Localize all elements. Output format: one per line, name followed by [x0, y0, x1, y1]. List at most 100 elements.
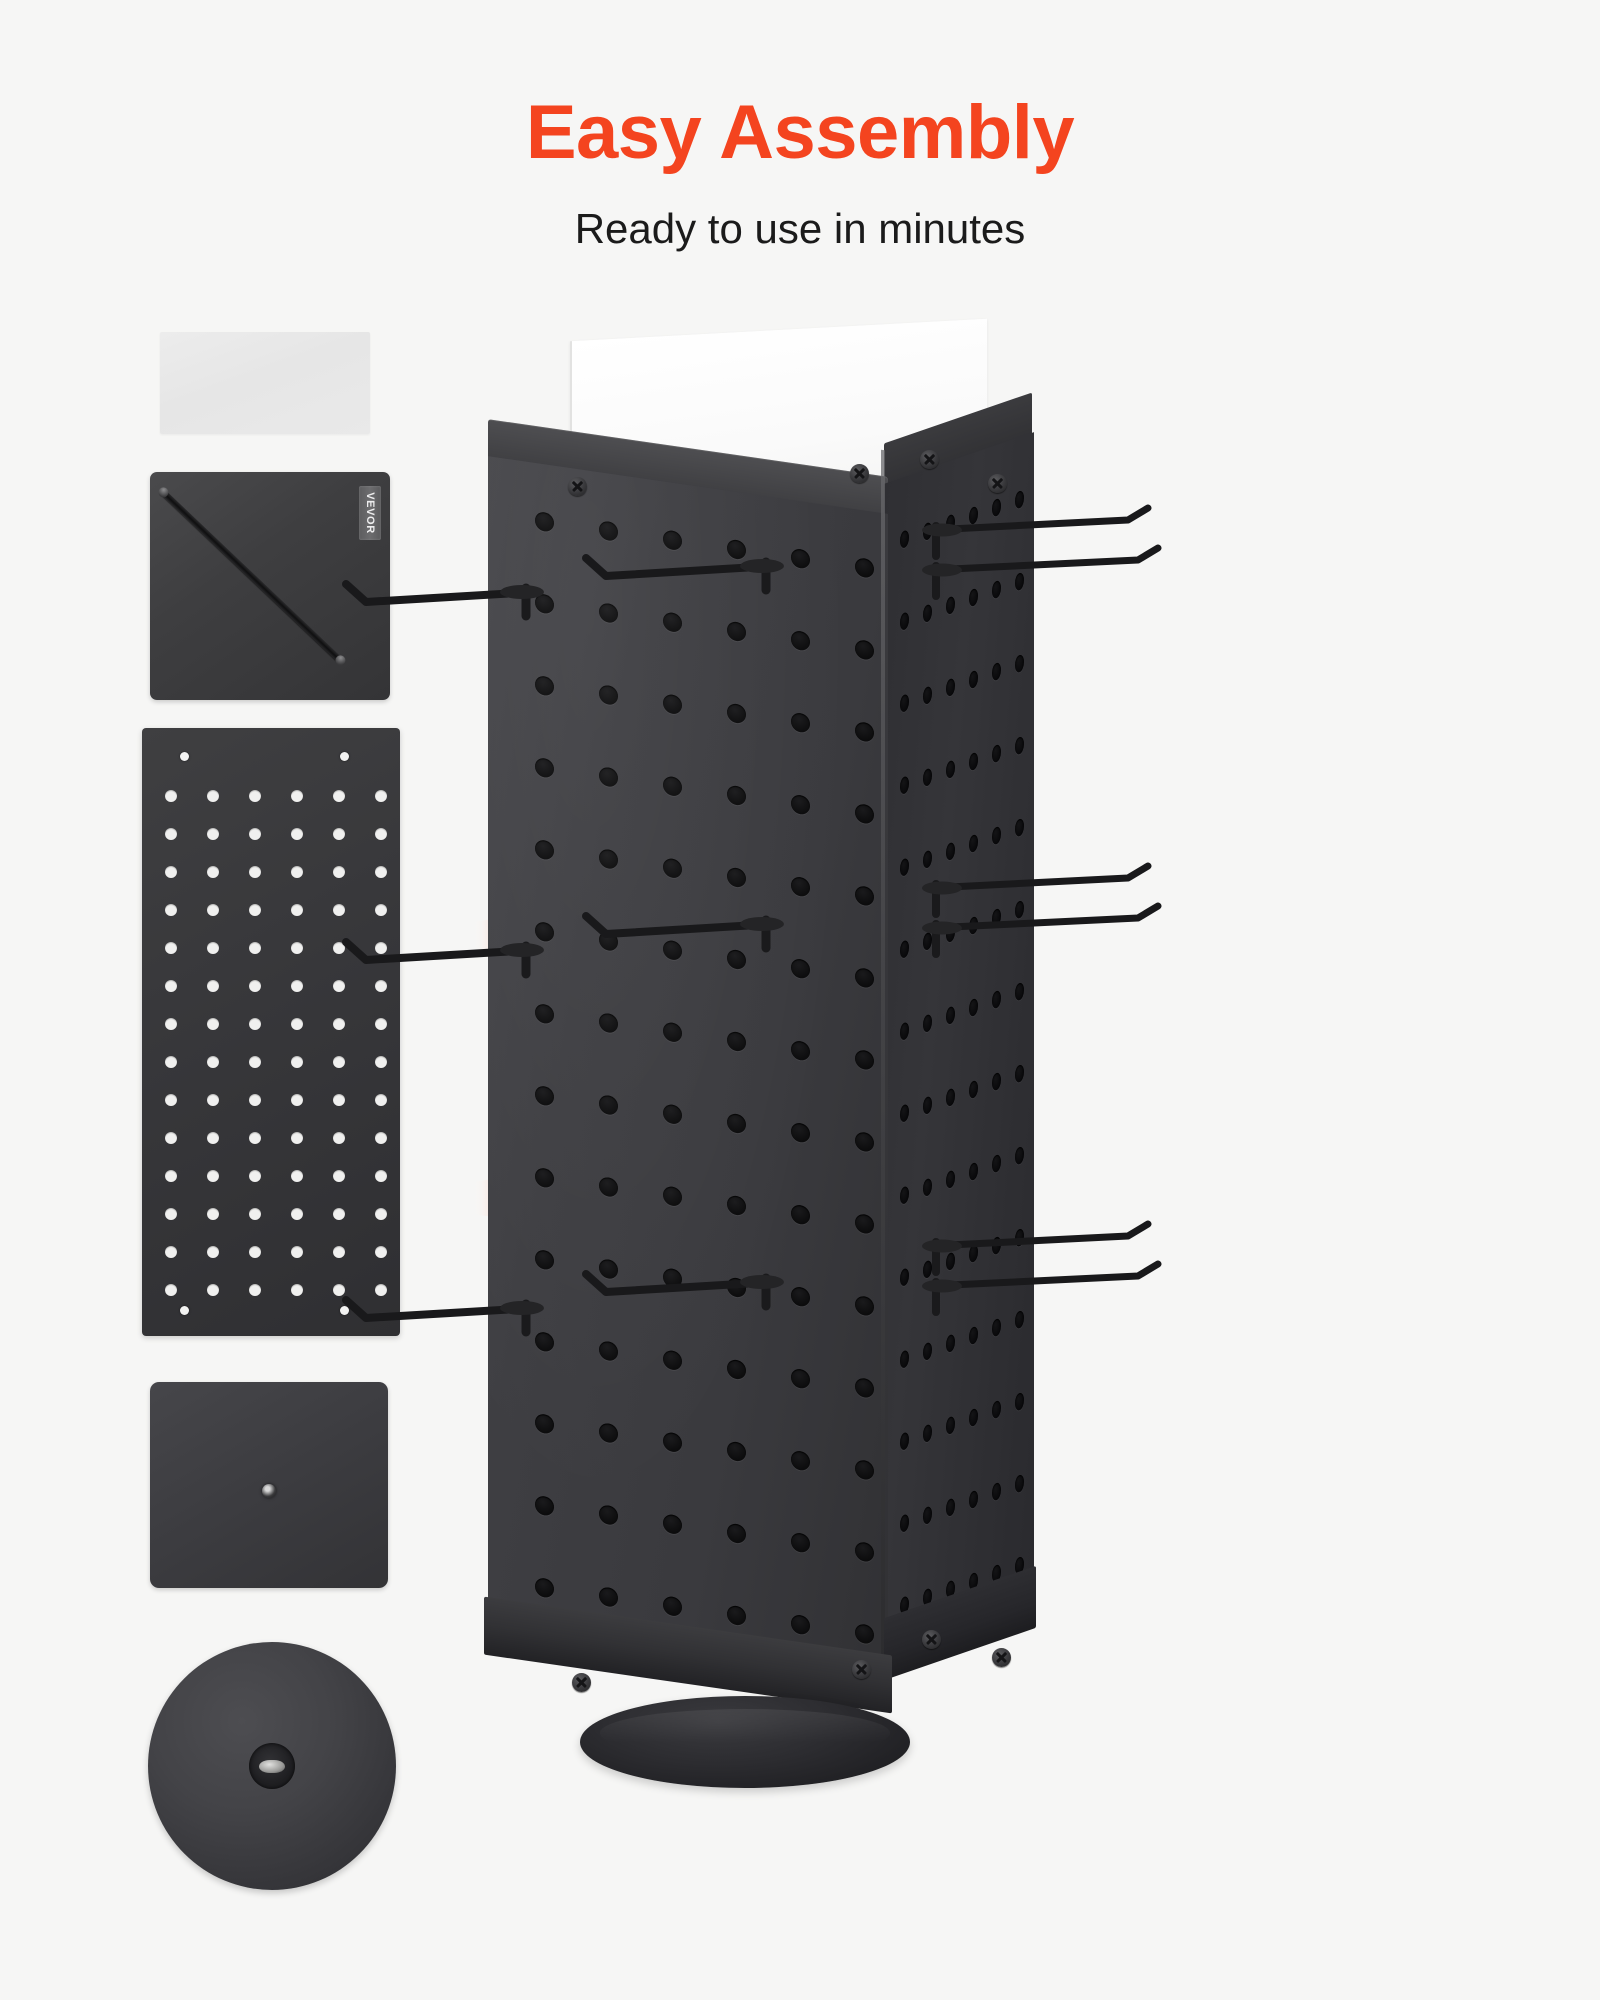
rack-front-hole	[663, 1595, 682, 1618]
rack-front-hole	[727, 1358, 746, 1381]
rack-peg-hook	[340, 1288, 544, 1358]
rack-front-hole	[535, 756, 554, 779]
rack-right-hole	[992, 989, 1001, 1010]
pegboard-panel-hole	[375, 1132, 387, 1144]
rack-right-hole	[992, 1153, 1001, 1174]
rack-front-hole	[535, 1002, 554, 1025]
pegboard-panel-hole	[165, 904, 177, 916]
rack-front-hole	[791, 1203, 810, 1226]
pegboard-panel-hole	[249, 866, 261, 878]
turntable-hub	[249, 1743, 295, 1789]
rack-front-hole	[535, 1576, 554, 1599]
pegboard-panel-hole	[291, 942, 303, 954]
rack-right-hole	[900, 1267, 909, 1288]
rack-front-hole	[599, 848, 618, 870]
rack-front-hole	[855, 967, 874, 989]
rack-front-hole	[791, 547, 810, 570]
rack-front-hole	[535, 1412, 554, 1435]
rack-right-hole	[900, 1431, 909, 1452]
pegboard-panel-hole	[375, 980, 387, 992]
pegboard-panel-hole	[249, 942, 261, 954]
pegboard-panel-hole	[375, 1208, 387, 1220]
rack-peg-hook	[580, 1262, 784, 1332]
rack-right-hole	[992, 1399, 1001, 1420]
rack-phillips-screw	[852, 1660, 871, 1679]
rack-phillips-screw	[992, 1648, 1011, 1667]
rack-right-hole	[969, 1407, 978, 1428]
rack-phillips-screw	[850, 464, 869, 483]
rack-phillips-screw	[920, 450, 939, 469]
rack-right-hole	[900, 1021, 909, 1042]
pegboard-panel-hole	[249, 1132, 261, 1144]
pegboard-panel-hole	[375, 866, 387, 878]
rack-front-hole	[855, 885, 874, 907]
pegboard-panel-hole	[291, 866, 303, 878]
pegboard-panel-hole	[165, 1246, 177, 1258]
pegboard-panel-hole	[249, 1094, 261, 1106]
pegboard-panel-hole	[207, 866, 219, 878]
rack-front-hole	[535, 1084, 554, 1107]
pegboard-panel-hole	[375, 904, 387, 916]
rack-front-hole	[663, 775, 682, 798]
pegboard-panel-hole	[333, 942, 345, 954]
rack-peg-hook	[340, 572, 544, 642]
pegboard-panel-hole	[207, 1056, 219, 1068]
pegboard-panel-hole	[165, 1208, 177, 1220]
rack-peg-hook	[922, 902, 1166, 976]
rack-right-hole	[992, 1481, 1001, 1502]
rack-right-hole	[1015, 981, 1024, 1002]
pegboard-panel-hole	[291, 1132, 303, 1144]
pegboard-panel-hole	[375, 1284, 387, 1296]
pegboard-panel-hole	[375, 1018, 387, 1030]
rack-front-hole	[663, 1431, 682, 1454]
pegboard-panel-mount-hole	[340, 752, 349, 761]
rack-front-hole	[727, 1604, 746, 1627]
rack-right-hole	[923, 767, 932, 788]
pegboard-panel-hole	[291, 1170, 303, 1182]
pegboard-panel-hole	[207, 1170, 219, 1182]
rack-right-hole	[900, 939, 909, 960]
pegboard-panel-hole	[165, 980, 177, 992]
rack-right-hole	[969, 1489, 978, 1510]
rack-right-hole	[1015, 1063, 1024, 1084]
rack-right-hole	[900, 857, 909, 878]
pegboard-panel-hole	[249, 1170, 261, 1182]
rack-right-hole	[992, 1071, 1001, 1092]
pegboard-panel-hole	[333, 980, 345, 992]
rack-peg-hook	[580, 904, 784, 974]
rack-right-hole	[969, 833, 978, 854]
rack-phillips-screw	[988, 474, 1007, 493]
pegboard-panel-hole	[249, 790, 261, 802]
rack-peg-hook	[922, 504, 1156, 578]
rack-peg-hook	[922, 862, 1156, 936]
rack-right-hole	[900, 529, 909, 550]
rack-right-hole	[1015, 653, 1024, 674]
pegboard-panel-hole	[291, 1208, 303, 1220]
parts-column: VEVOR	[0, 0, 420, 2000]
rack-phillips-screw	[572, 1673, 591, 1692]
pegboard-panel-hole	[207, 1094, 219, 1106]
rack-right-hole	[969, 997, 978, 1018]
rack-front-hole	[855, 1377, 874, 1399]
pegboard-panel-hole	[249, 1018, 261, 1030]
pegboard-panel-hole	[291, 1284, 303, 1296]
pegboard-panel-hole	[207, 828, 219, 840]
part-acrylic-sign	[160, 332, 370, 434]
rack-front-hole	[855, 1295, 874, 1317]
rack-front-hole	[791, 1613, 810, 1636]
rack-front-hole	[791, 875, 810, 898]
pegboard-panel-hole	[333, 1056, 345, 1068]
rack-right-hole	[969, 1161, 978, 1182]
rack-front-hole	[791, 1285, 810, 1308]
rack-front-hole	[727, 620, 746, 643]
rack-front-hole	[663, 693, 682, 716]
pegboard-panel-hole	[291, 1056, 303, 1068]
rack-front-hole	[727, 1440, 746, 1463]
rack-front-hole	[855, 1049, 874, 1071]
rack-right-hole	[900, 775, 909, 796]
pegboard-panel-hole	[333, 904, 345, 916]
pegboard-panel-hole	[333, 828, 345, 840]
rack-front-hole	[855, 1541, 874, 1563]
rack-front-hole	[599, 520, 618, 542]
